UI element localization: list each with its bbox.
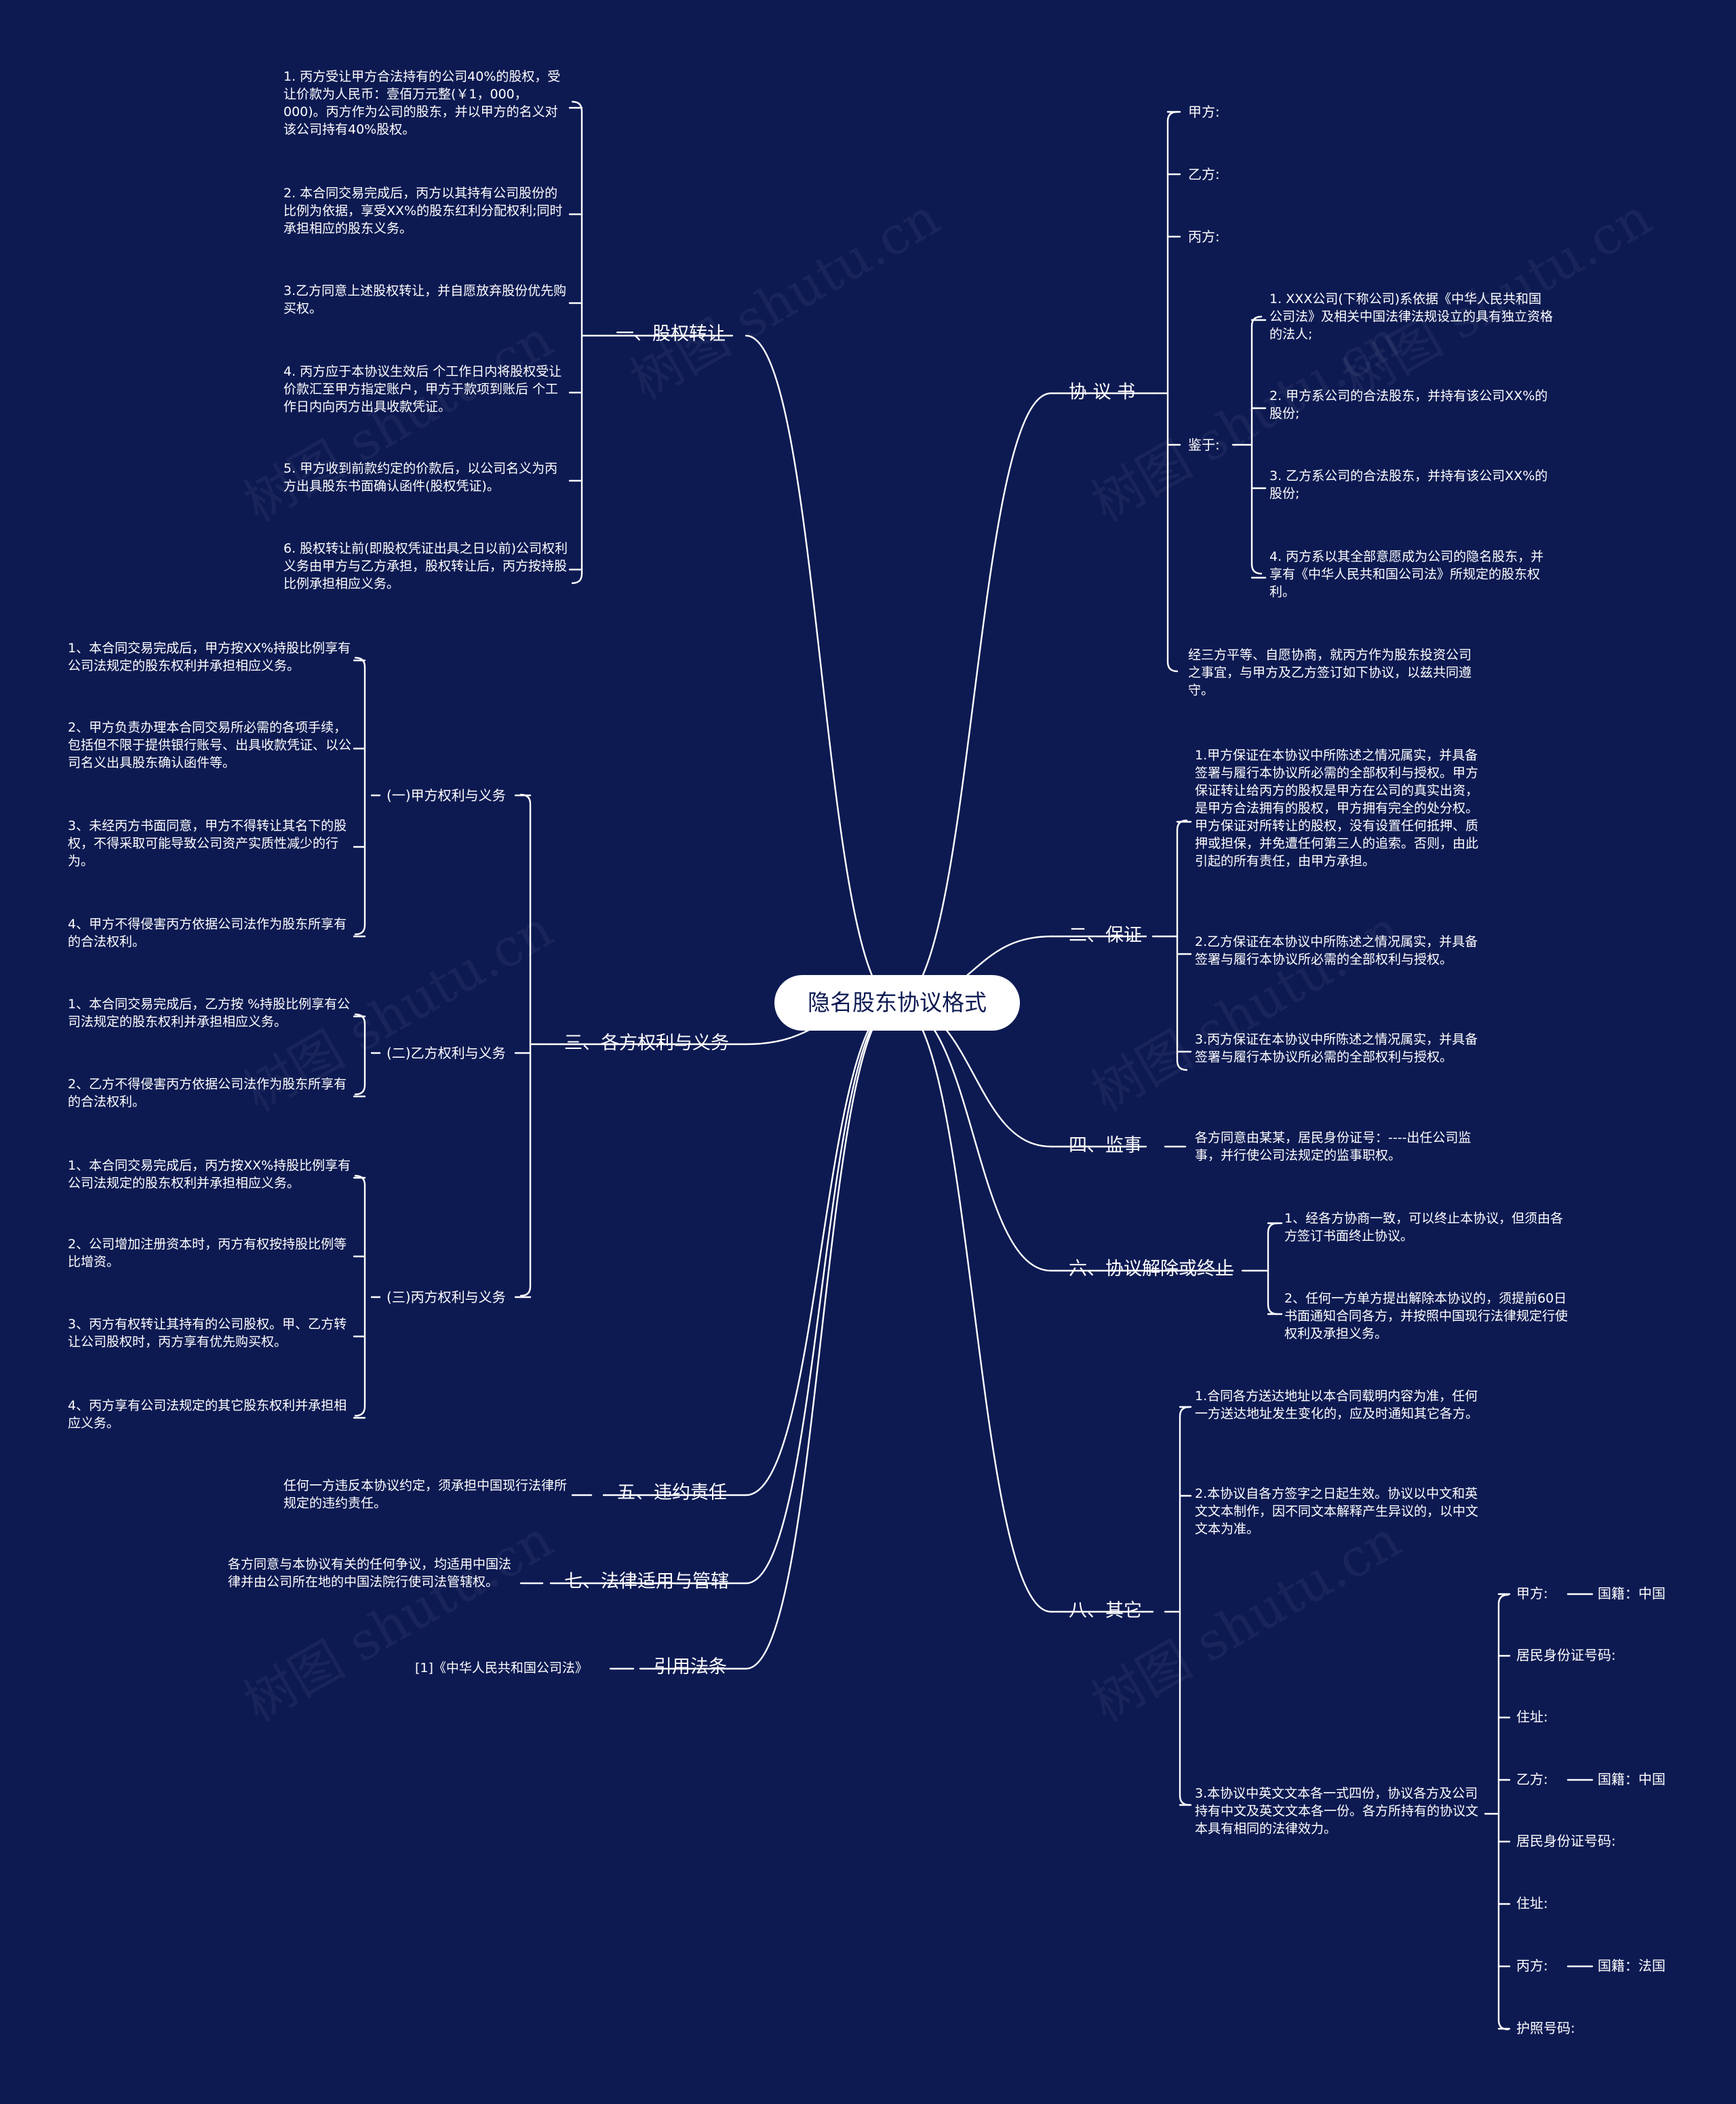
leaf-b2-item: 3.丙方保证在本协议中所陈述之情况属实，并具备签署与履行本协议所必需的全部权利与… — [1195, 1032, 1478, 1065]
branch-gu-quan-zhuan-rang[interactable]: 一、股权转让 — [616, 323, 726, 344]
leaf-b1-item: 4. 丙方应于本协议生效后 个工作日内将股权受让价款汇至甲方指定账户，甲方于款项… — [283, 364, 562, 414]
signer-label: 住址: — [1516, 1895, 1548, 1911]
leaf-b3-item: 2、甲方负责办理本合同交易所必需的各项手续，包括但不限于提供银行账号、出具收款凭… — [68, 720, 352, 770]
connector-line — [354, 656, 366, 936]
leaf-b5-text: 任何一方违反本协议约定，须承担中国现行法律所规定的违约责任。 — [283, 1478, 568, 1511]
connector-line — [571, 100, 583, 584]
signer-label: 乙方: — [1516, 1771, 1548, 1787]
leaf-b1-item: 2. 本合同交易完成后，丙方以其持有公司股份的比例为依据，享受XX%的股东红利分… — [283, 186, 563, 236]
leaf-b1-item: 5. 甲方收到前款约定的价款后，以公司名义为丙方出具股东书面确认函件(股权凭证)… — [283, 461, 558, 494]
connector-line — [1497, 1593, 1510, 2031]
signer-label: 护照号码: — [1516, 2020, 1575, 2036]
leaf-b2-item: 2.乙方保证在本协议中所陈述之情况属实，并具备签署与履行本协议所必需的全部权利与… — [1195, 934, 1478, 967]
leaf-b1-item: 3.乙方同意上述股权转让，并自愿放弃股份优先购买权。 — [283, 283, 567, 316]
leaf-b8-item: 1.合同各方送达地址以本合同载明内容为准，任何一方送达地址发生变化的，应及时通知… — [1195, 1389, 1479, 1421]
connector-line — [745, 1001, 898, 1585]
leaf-jianyu-item: 4. 丙方系以其全部意愿成为公司的隐名股东，并享有《中华人民共和国公司法》所规定… — [1269, 549, 1544, 599]
leaf-xy-closing: 经三方平等、自愿协商，就丙方作为股东投资公司之事宜，与甲方及乙方签订如下协议，以… — [1188, 648, 1472, 698]
connector-line — [745, 1001, 898, 1496]
leaf-b9-text: [1]《中华人民共和国公司法》 — [415, 1661, 588, 1675]
connector-line — [745, 1001, 898, 1670]
connector-line — [1166, 111, 1179, 673]
signer-label: 丙方: — [1516, 1958, 1548, 1974]
sub-group-label[interactable]: (三)丙方权利与义务 — [387, 1289, 506, 1305]
leaf-jianyu-item: 3. 乙方系公司的合法股东，并持有该公司XX%的股份; — [1269, 469, 1548, 501]
leaf-b6-item: 1、经各方协商一致，可以终止本协议，但须由各方签订书面终止协议。 — [1284, 1211, 1564, 1244]
signer-label: 住址: — [1516, 1709, 1548, 1725]
leaf-b3-item: 3、未经丙方书面同意，甲方不得转让其名下的股权，不得采取可能导致公司资产实质性减… — [68, 818, 347, 869]
branch-jie-chu-zhong-zhi[interactable]: 六、协议解除或终止 — [1069, 1258, 1234, 1279]
branch-yin-yong-fa-tiao[interactable]: 引用法条 — [654, 1656, 727, 1678]
connector-line — [519, 793, 532, 1297]
connector-line — [1250, 315, 1263, 575]
branch-fa-lv-shi-yong[interactable]: 七、法律适用与管辖 — [564, 1571, 729, 1592]
signer-label: 甲方: — [1516, 1585, 1548, 1602]
leaf-b1-item: 6. 股权转让前(即股权凭证出具之日以前)公司权利义务由甲方与乙方承担，股权转让… — [283, 541, 568, 591]
sub-group-label[interactable]: (一)甲方权利与义务 — [387, 787, 506, 803]
signer-label: 居民身份证号码: — [1516, 1833, 1616, 1849]
branch-ge-fang-quan-li[interactable]: 三、各方权利与义务 — [564, 1033, 729, 1054]
leaf-b3-item: 2、乙方不得侵害丙方依据公司法作为股东所享有的合法权利。 — [68, 1077, 347, 1109]
leaf-jianyu-item: 2. 甲方系公司的合法股东，并持有该公司XX%的股份; — [1269, 389, 1548, 421]
branch-qi-ta[interactable]: 八、其它 — [1069, 1600, 1142, 1621]
signer-nationality: 国籍：法国 — [1598, 1958, 1665, 1974]
connector-line — [354, 1174, 366, 1417]
leaf-b3-item: 2、公司增加注册资本时，丙方有权按持股比例等比增资。 — [68, 1237, 347, 1269]
connector-line — [1267, 1222, 1279, 1315]
leaf-b3-item: 1、本合同交易完成后，甲方按XX%持股比例享有公司法规定的股东权利并承担相应义务… — [68, 641, 351, 673]
branch-jian-shi[interactable]: 四、监事 — [1069, 1135, 1142, 1156]
branch-bao-zheng[interactable]: 二、保证 — [1069, 925, 1142, 946]
branch-xie-yi-shu[interactable]: 协 议 书 — [1069, 382, 1136, 403]
leaf-b2-item: 1.甲方保证在本协议中所陈述之情况属实，并具备签署与履行本协议所必需的全部权利与… — [1195, 748, 1479, 869]
signer-nationality: 国籍：中国 — [1598, 1585, 1665, 1602]
leaf-b8-item: 3.本协议中英文文本各一式四份，协议各方及公司持有中文及英文文本各一份。各方所持… — [1195, 1786, 1479, 1836]
leaf-b3-item: 4、丙方享有公司法规定的其它股东权利并承担相应义务。 — [68, 1398, 347, 1431]
leaf-b8-item: 2.本协议自各方签字之日起生效。协议以中文和英文文本制作，因不同文本解释产生异议… — [1195, 1486, 1479, 1536]
leaf-b6-item: 2、任何一方单方提出解除本协议的，须提前60日书面通知合同各方，并按照中国现行法… — [1284, 1291, 1569, 1341]
connector-line — [895, 1001, 1052, 1613]
leaf-b3-item: 1、本合同交易完成后，丙方按XX%持股比例享有公司法规定的股东权利并承担相应义务… — [68, 1158, 351, 1191]
connector-line — [895, 1001, 1052, 1272]
root-node[interactable]: 隐名股东协议格式 — [774, 975, 1020, 1031]
connector-line — [1179, 1406, 1191, 1806]
connector-line — [745, 334, 898, 1004]
sub-jianyu-label: 鉴于: — [1188, 437, 1220, 453]
leaf-b3-item: 4、甲方不得侵害丙方依据公司法作为股东所享有的合法权利。 — [68, 917, 347, 949]
leaf-b4-text: 各方同意由某某，居民身份证号：----出任公司监事，并行使公司法规定的监事职权。 — [1195, 1130, 1472, 1163]
signer-nationality: 国籍：中国 — [1598, 1771, 1665, 1787]
sub-group-label[interactable]: (二)乙方权利与义务 — [387, 1045, 506, 1061]
branch-wei-yue-ze-ren[interactable]: 五、违约责任 — [617, 1482, 727, 1503]
leaf-b7-text: 各方同意与本协议有关的任何争议，均适用中国法律并由公司所在地的中国法院行使司法管… — [228, 1557, 512, 1589]
connector-line — [895, 392, 1052, 1004]
signer-label: 居民身份证号码: — [1516, 1647, 1616, 1663]
connector-line — [354, 1013, 366, 1096]
leaf-b1-item: 1. 丙方受让甲方合法持有的公司40%的股权，受让价款为人民币：壹佰万元整(￥1… — [283, 69, 561, 137]
leaf-jianyu-item: 1. XXX公司(下称公司)系依据《中华人民共和国公司法》及相关中国法律法规设立… — [1269, 292, 1554, 342]
sub-party-label: 丙方: — [1188, 229, 1220, 245]
leaf-b3-item: 1、本合同交易完成后，乙方按 %持股比例享有公司法规定的股东权利并承担相应义务。 — [68, 997, 351, 1029]
sub-party-label: 甲方: — [1188, 104, 1220, 120]
sub-party-label: 乙方: — [1188, 166, 1220, 182]
leaf-b3-item: 3、丙方有权转让其持有的公司股权。甲、乙方转让公司股权时，丙方享有优先购买权。 — [68, 1317, 347, 1349]
